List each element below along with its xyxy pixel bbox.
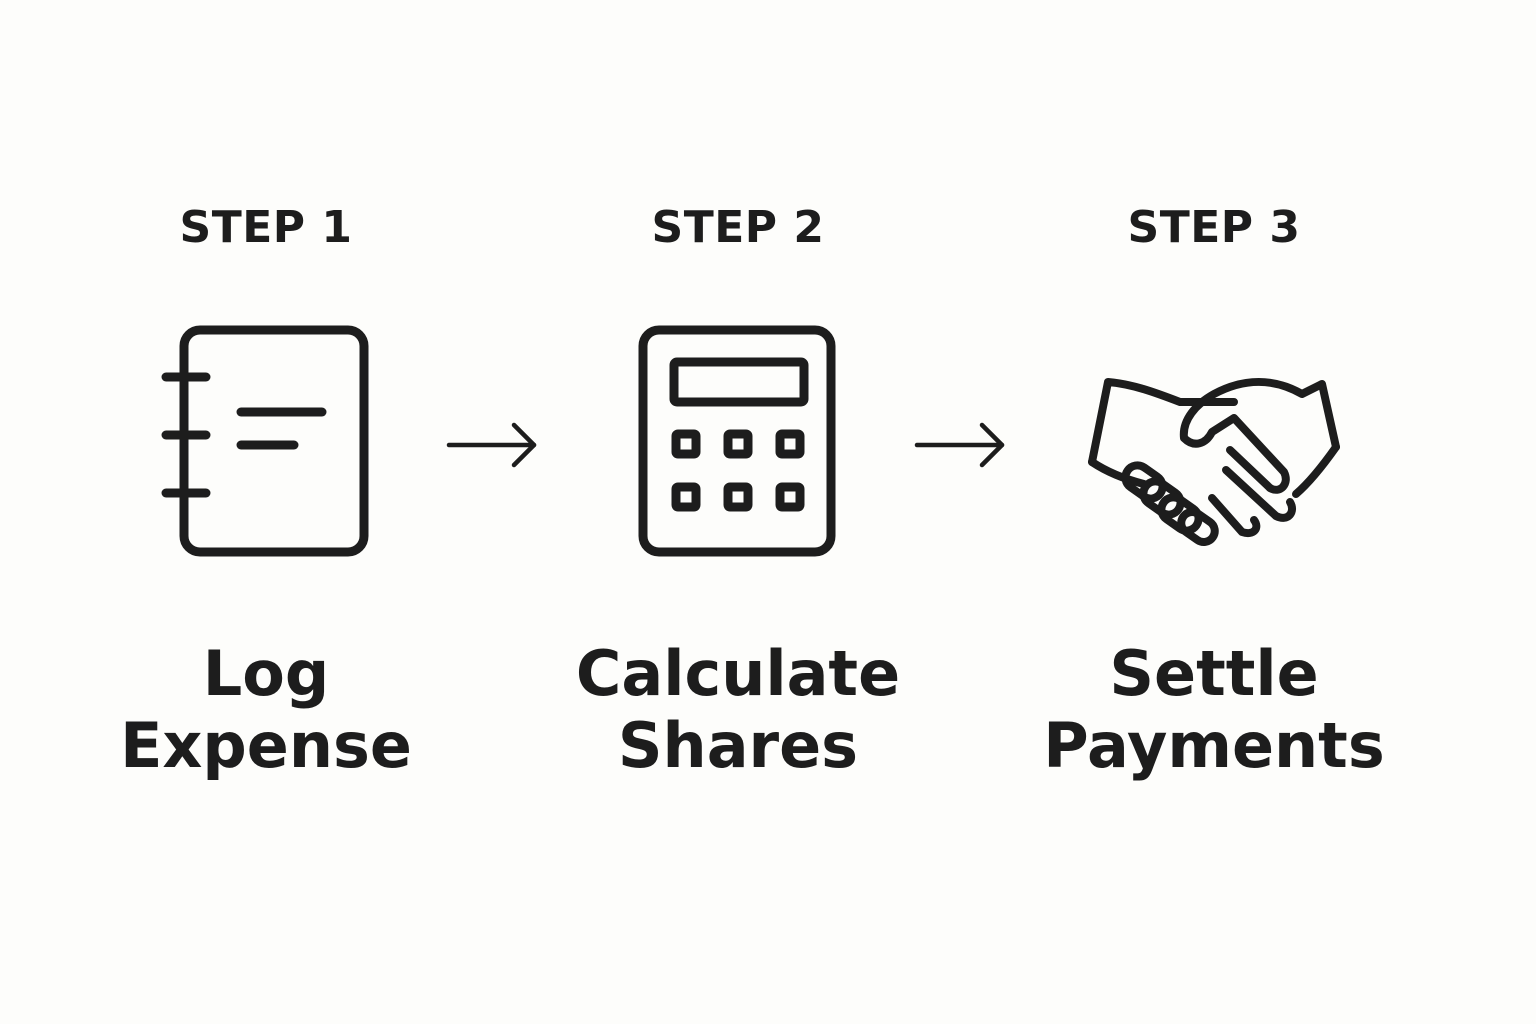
step-3-title-line1: Settle (1109, 637, 1319, 710)
step-2-title-line1: Calculate (575, 637, 901, 710)
step-2-label: STEP 2 (651, 202, 825, 253)
arrow-right-icon (446, 422, 537, 468)
step-2-title: Calculate Shares (528, 638, 948, 782)
step-1-label: STEP 1 (179, 202, 353, 253)
handshake-icon (1088, 378, 1340, 547)
arrow-right-icon (914, 422, 1005, 468)
calculator-icon (638, 325, 836, 557)
step-2-title-line2: Shares (617, 709, 859, 782)
step-2: STEP 2 Calculate Shares (528, 0, 948, 1024)
step-3-title: Settle Payments (1004, 638, 1424, 782)
step-1: STEP 1 Log Expense (56, 0, 476, 1024)
step-1-title-line2: Expense (120, 709, 412, 782)
notebook-icon (161, 325, 369, 557)
step-3-label: STEP 3 (1127, 202, 1301, 253)
step-3-title-line2: Payments (1043, 709, 1385, 782)
step-1-title-line1: Log (202, 637, 330, 710)
step-1-title: Log Expense (56, 638, 476, 782)
step-3: STEP 3 Settle Payments (1004, 0, 1424, 1024)
